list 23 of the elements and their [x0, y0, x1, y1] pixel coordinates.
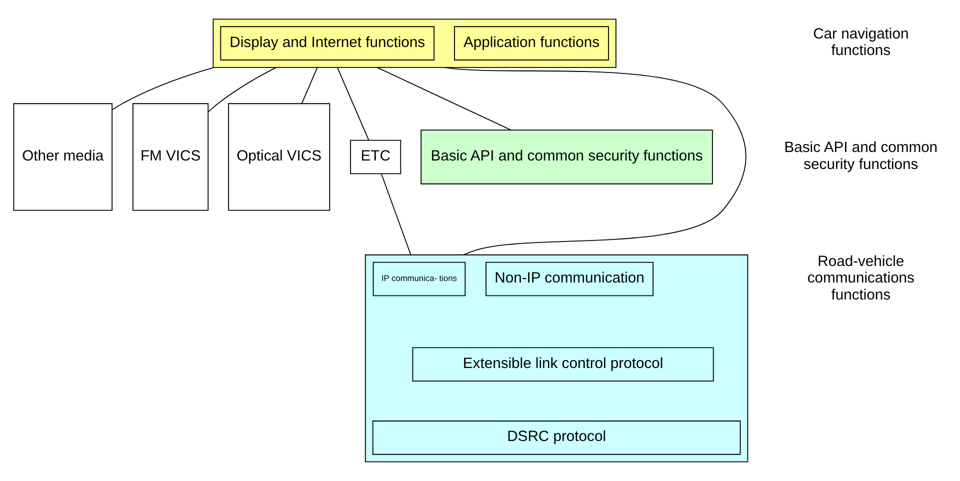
- node-box: ETC: [350, 140, 402, 174]
- node-box: FM VICS: [132, 103, 209, 211]
- node-box: Display and Internet functions: [220, 26, 435, 60]
- label: Car navigation functions: [813, 26, 909, 60]
- cluster: [364, 254, 748, 462]
- node-box: Basic API and common security functions: [420, 130, 713, 184]
- node-box: Other media: [13, 103, 113, 211]
- connector: [380, 173, 412, 256]
- node-box: Optical VICS: [228, 103, 330, 211]
- label: Basic API and common security functions: [784, 140, 938, 173]
- connector: [376, 66, 512, 130]
- cluster: [212, 18, 616, 68]
- connector: [301, 66, 318, 104]
- node-box: IP communica- tions: [372, 262, 466, 296]
- label: Road-vehicle communications functions: [807, 254, 914, 304]
- connector: [336, 66, 370, 140]
- connector: [208, 66, 277, 112]
- node-box: DSRC protocol: [372, 420, 741, 455]
- connector: [112, 66, 215, 110]
- node-box: Extensible link control protocol: [412, 347, 714, 382]
- node-box: Non-IP communication: [486, 262, 654, 296]
- connector: [444, 66, 746, 256]
- node-box: Application functions: [454, 26, 609, 60]
